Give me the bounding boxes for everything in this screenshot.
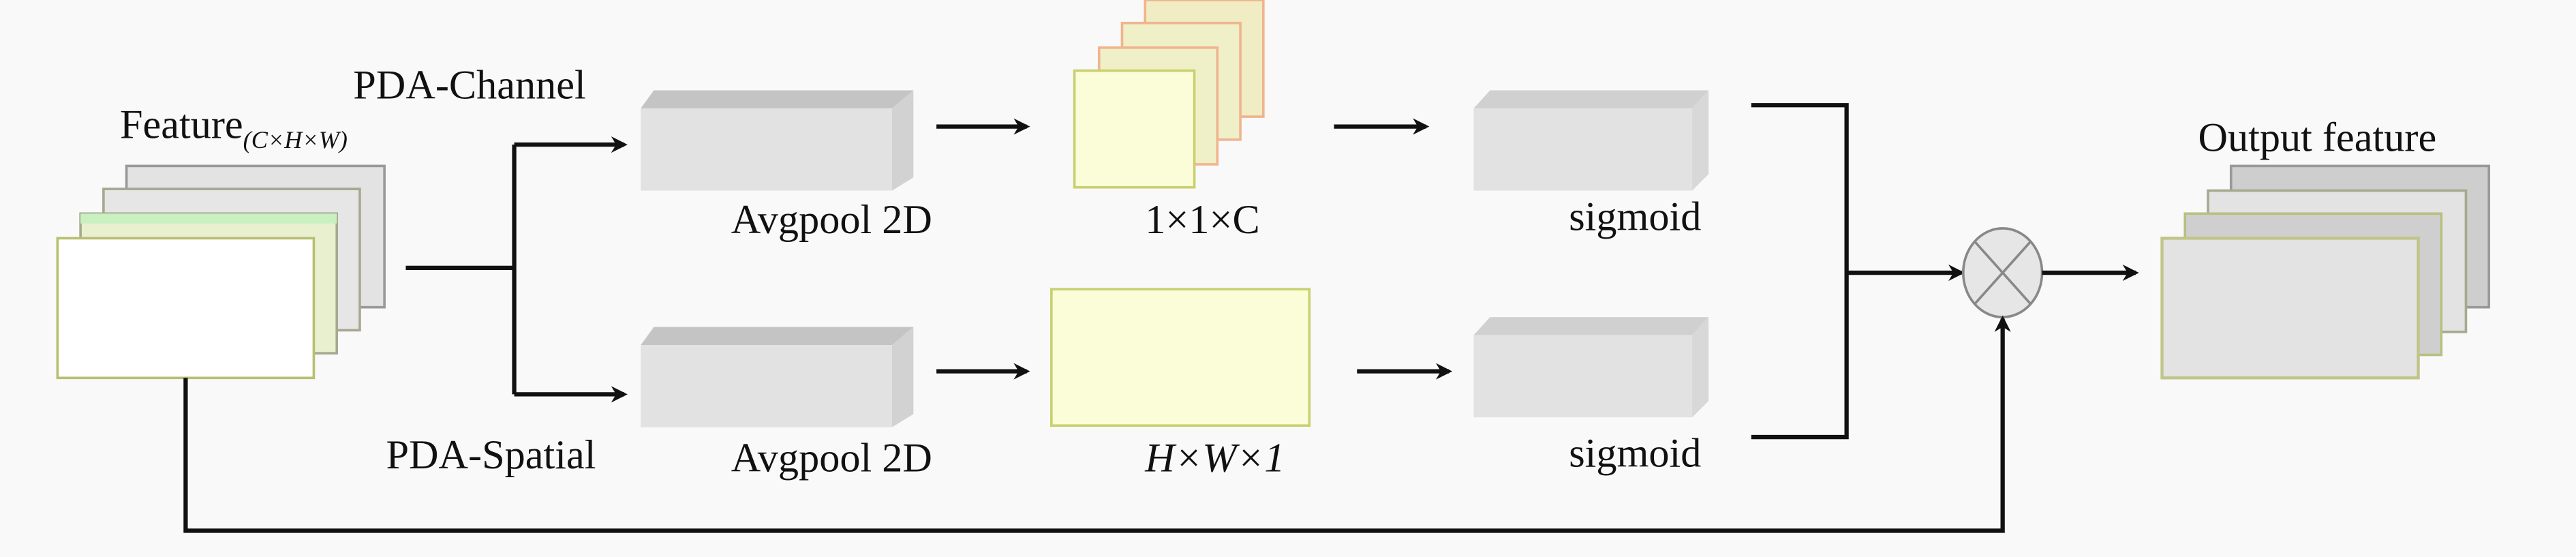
- avgpool-block-bottom: [641, 327, 914, 427]
- feature-label: Feature(C×H×W): [120, 102, 348, 153]
- residual-connection: [183, 315, 2011, 533]
- spatial-dims-label: H×W×1: [1144, 436, 1285, 481]
- split-connector: [405, 145, 517, 395]
- sigmoid-top-label: sigmoid: [1569, 194, 1701, 239]
- channel-dims-label: 1×1×C: [1145, 197, 1259, 243]
- output-feature-label: Output feature: [2198, 115, 2437, 161]
- sigmoid-bottom-label: sigmoid: [1569, 430, 1701, 476]
- channel-attention-stack: [1073, 0, 1265, 189]
- avgpool-bottom-label: Avgpool 2D: [731, 436, 932, 481]
- pda-channel-label: PDA-Channel: [353, 63, 585, 108]
- sigmoid-block-bottom: [1473, 317, 1709, 418]
- output-feature-stack: [2160, 164, 2491, 380]
- avgpool-top-label: Avgpool 2D: [731, 197, 932, 243]
- sigmoid-block-top: [1473, 90, 1709, 191]
- spatial-attention-map: [1050, 288, 1311, 427]
- input-feature-stack: [56, 164, 386, 380]
- multiply-icon: [1961, 227, 2044, 318]
- pda-spatial-label: PDA-Spatial: [386, 432, 596, 478]
- avgpool-block-top: [641, 90, 914, 191]
